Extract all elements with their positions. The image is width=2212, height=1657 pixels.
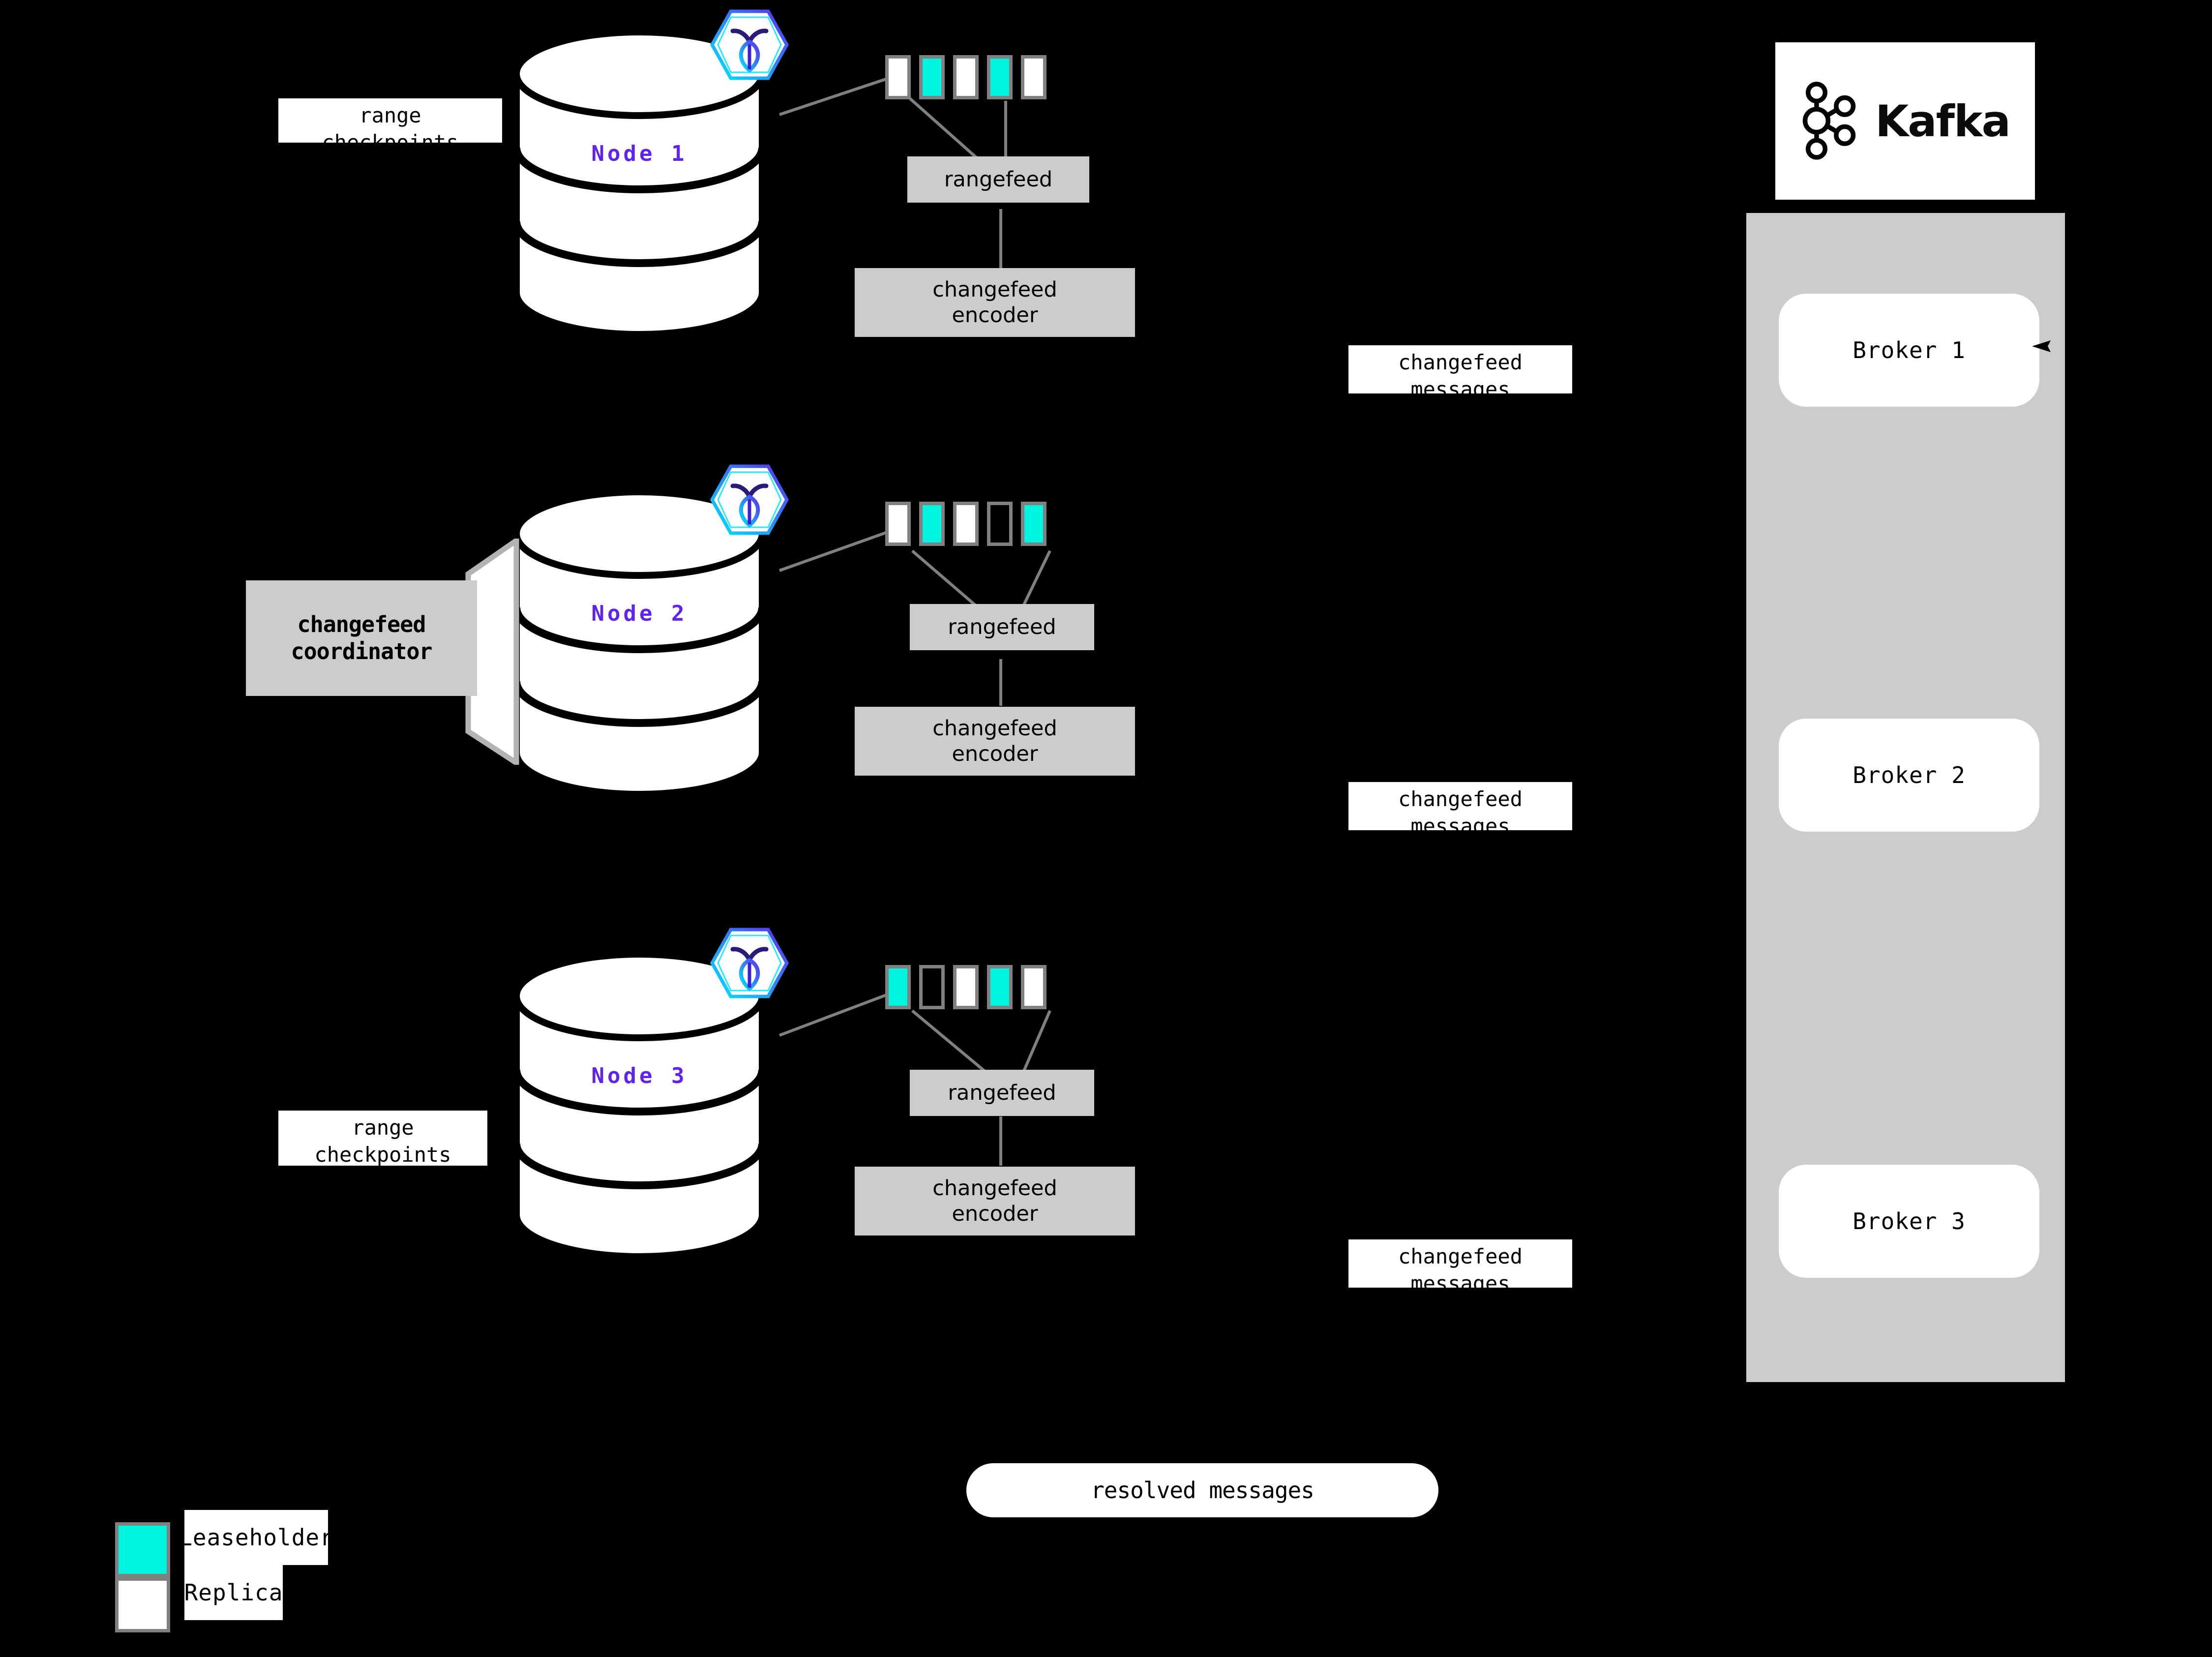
range-box-replica[interactable] bbox=[885, 55, 911, 99]
changefeed-messages-label-1: changefeed messages bbox=[1348, 345, 1572, 393]
node-2-changefeed-encoder-box[interactable]: changefeed encoder bbox=[855, 707, 1135, 776]
node-3-cylinder: Node 3 bbox=[511, 949, 767, 1254]
kafka-inbound-arrowheads bbox=[2032, 340, 2051, 352]
kafka-logo-box: Kafka bbox=[1775, 42, 2035, 200]
resolved-messages-pill[interactable]: resolved messages bbox=[966, 1463, 1438, 1517]
cylinder-shape bbox=[512, 29, 766, 332]
encoder-label-line1: changefeed bbox=[932, 1175, 1057, 1201]
messages-line1: changefeed bbox=[1398, 350, 1523, 374]
messages-line1: changefeed bbox=[1398, 1244, 1523, 1268]
cockroachdb-logo bbox=[707, 921, 792, 1005]
range-box-replica[interactable] bbox=[1021, 55, 1046, 99]
legend-text: Replica bbox=[184, 1579, 283, 1606]
rangefeed-label: rangefeed bbox=[944, 167, 1053, 192]
messages-line2: messages bbox=[1410, 813, 1510, 830]
broker-label: Broker 2 bbox=[1853, 762, 1966, 788]
changefeed-messages-label-2: changefeed messages bbox=[1348, 782, 1572, 830]
messages-line1: changefeed bbox=[1398, 787, 1523, 811]
legend-label-leaseholder: Leaseholder bbox=[184, 1510, 328, 1565]
legend-swatch-leaseholder bbox=[115, 1522, 170, 1577]
encoder-label-line2: encoder bbox=[952, 742, 1038, 766]
node-1-label: Node 1 bbox=[591, 141, 688, 166]
range-box-leaseholder[interactable] bbox=[1021, 502, 1046, 546]
node-1-range-row bbox=[885, 55, 1046, 99]
resolved-messages-label: resolved messages bbox=[1091, 1477, 1315, 1504]
kafka-broker-1[interactable]: Broker 1 bbox=[1779, 294, 2039, 407]
encoder-label-line1: changefeed bbox=[932, 716, 1057, 741]
messages-line2: messages bbox=[1410, 377, 1510, 393]
range-box-leaseholder[interactable] bbox=[987, 965, 1013, 1009]
kafka-broker-2[interactable]: Broker 2 bbox=[1779, 719, 2039, 832]
cockroachdb-logo bbox=[707, 457, 792, 542]
legend-text: Leaseholder bbox=[184, 1524, 328, 1551]
coordinator-label-line2: coordinator bbox=[291, 638, 432, 664]
range-box-replica[interactable] bbox=[953, 965, 979, 1009]
node-3-range-row bbox=[885, 965, 1046, 1009]
range-box-replica[interactable] bbox=[885, 502, 911, 546]
broker-label: Broker 3 bbox=[1853, 1208, 1966, 1235]
range-box-leaseholder[interactable] bbox=[919, 55, 945, 99]
range-box-leaseholder[interactable] bbox=[919, 502, 945, 546]
range-box-empty[interactable] bbox=[987, 502, 1013, 546]
cockroachdb-logo bbox=[707, 2, 792, 87]
range-box-replica[interactable] bbox=[953, 502, 979, 546]
encoder-label-line2: encoder bbox=[952, 303, 1038, 328]
changefeed-coordinator-box[interactable]: changefeed coordinator bbox=[246, 580, 477, 696]
node-3-rangefeed-box[interactable]: rangefeed bbox=[910, 1070, 1094, 1116]
rangefeed-label: rangefeed bbox=[948, 614, 1056, 639]
kafka-wordmark: Kafka bbox=[1875, 95, 2011, 147]
encoder-label-line1: changefeed bbox=[932, 277, 1057, 302]
node-2-range-row bbox=[885, 502, 1046, 546]
node-1-rangefeed-box[interactable]: rangefeed bbox=[907, 156, 1089, 203]
node-3-label: Node 3 bbox=[591, 1063, 688, 1088]
range-box-leaseholder[interactable] bbox=[987, 55, 1013, 99]
kafka-broker-3[interactable]: Broker 3 bbox=[1779, 1165, 2039, 1278]
cylinder-shape bbox=[512, 951, 766, 1254]
node-3-range-checkpoints-label: range checkpoints bbox=[278, 1111, 487, 1166]
messages-line2: messages bbox=[1410, 1271, 1510, 1288]
range-box-empty[interactable] bbox=[919, 965, 945, 1009]
node-1-cylinder: Node 1 bbox=[511, 27, 767, 332]
range-box-replica[interactable] bbox=[953, 55, 979, 99]
range-checkpoints-line2: checkpoints bbox=[314, 1142, 451, 1166]
coordinator-connector-tab bbox=[457, 535, 561, 768]
range-checkpoints-line2: checkpoints bbox=[322, 130, 459, 143]
node-1-changefeed-encoder-box[interactable]: changefeed encoder bbox=[855, 268, 1135, 337]
node-2-label: Node 2 bbox=[591, 601, 688, 626]
encoder-label-line2: encoder bbox=[952, 1202, 1038, 1226]
range-checkpoints-line1: range bbox=[359, 103, 421, 127]
range-box-replica[interactable] bbox=[1021, 965, 1046, 1009]
coordinator-label-line1: changefeed bbox=[297, 611, 426, 637]
legend-label-replica: Replica bbox=[184, 1565, 283, 1620]
node-1-range-checkpoints-label: range checkpoints bbox=[278, 98, 502, 143]
kafka-logo bbox=[1800, 80, 1864, 163]
broker-label: Broker 1 bbox=[1853, 337, 1966, 363]
range-checkpoints-line1: range bbox=[352, 1115, 414, 1140]
node-2-rangefeed-box[interactable]: rangefeed bbox=[910, 604, 1094, 650]
range-box-leaseholder[interactable] bbox=[885, 965, 911, 1009]
legend-swatch-replica bbox=[115, 1577, 170, 1632]
node-3-changefeed-encoder-box[interactable]: changefeed encoder bbox=[855, 1167, 1135, 1235]
rangefeed-label: rangefeed bbox=[948, 1080, 1056, 1105]
changefeed-messages-label-3: changefeed messages bbox=[1348, 1239, 1572, 1288]
